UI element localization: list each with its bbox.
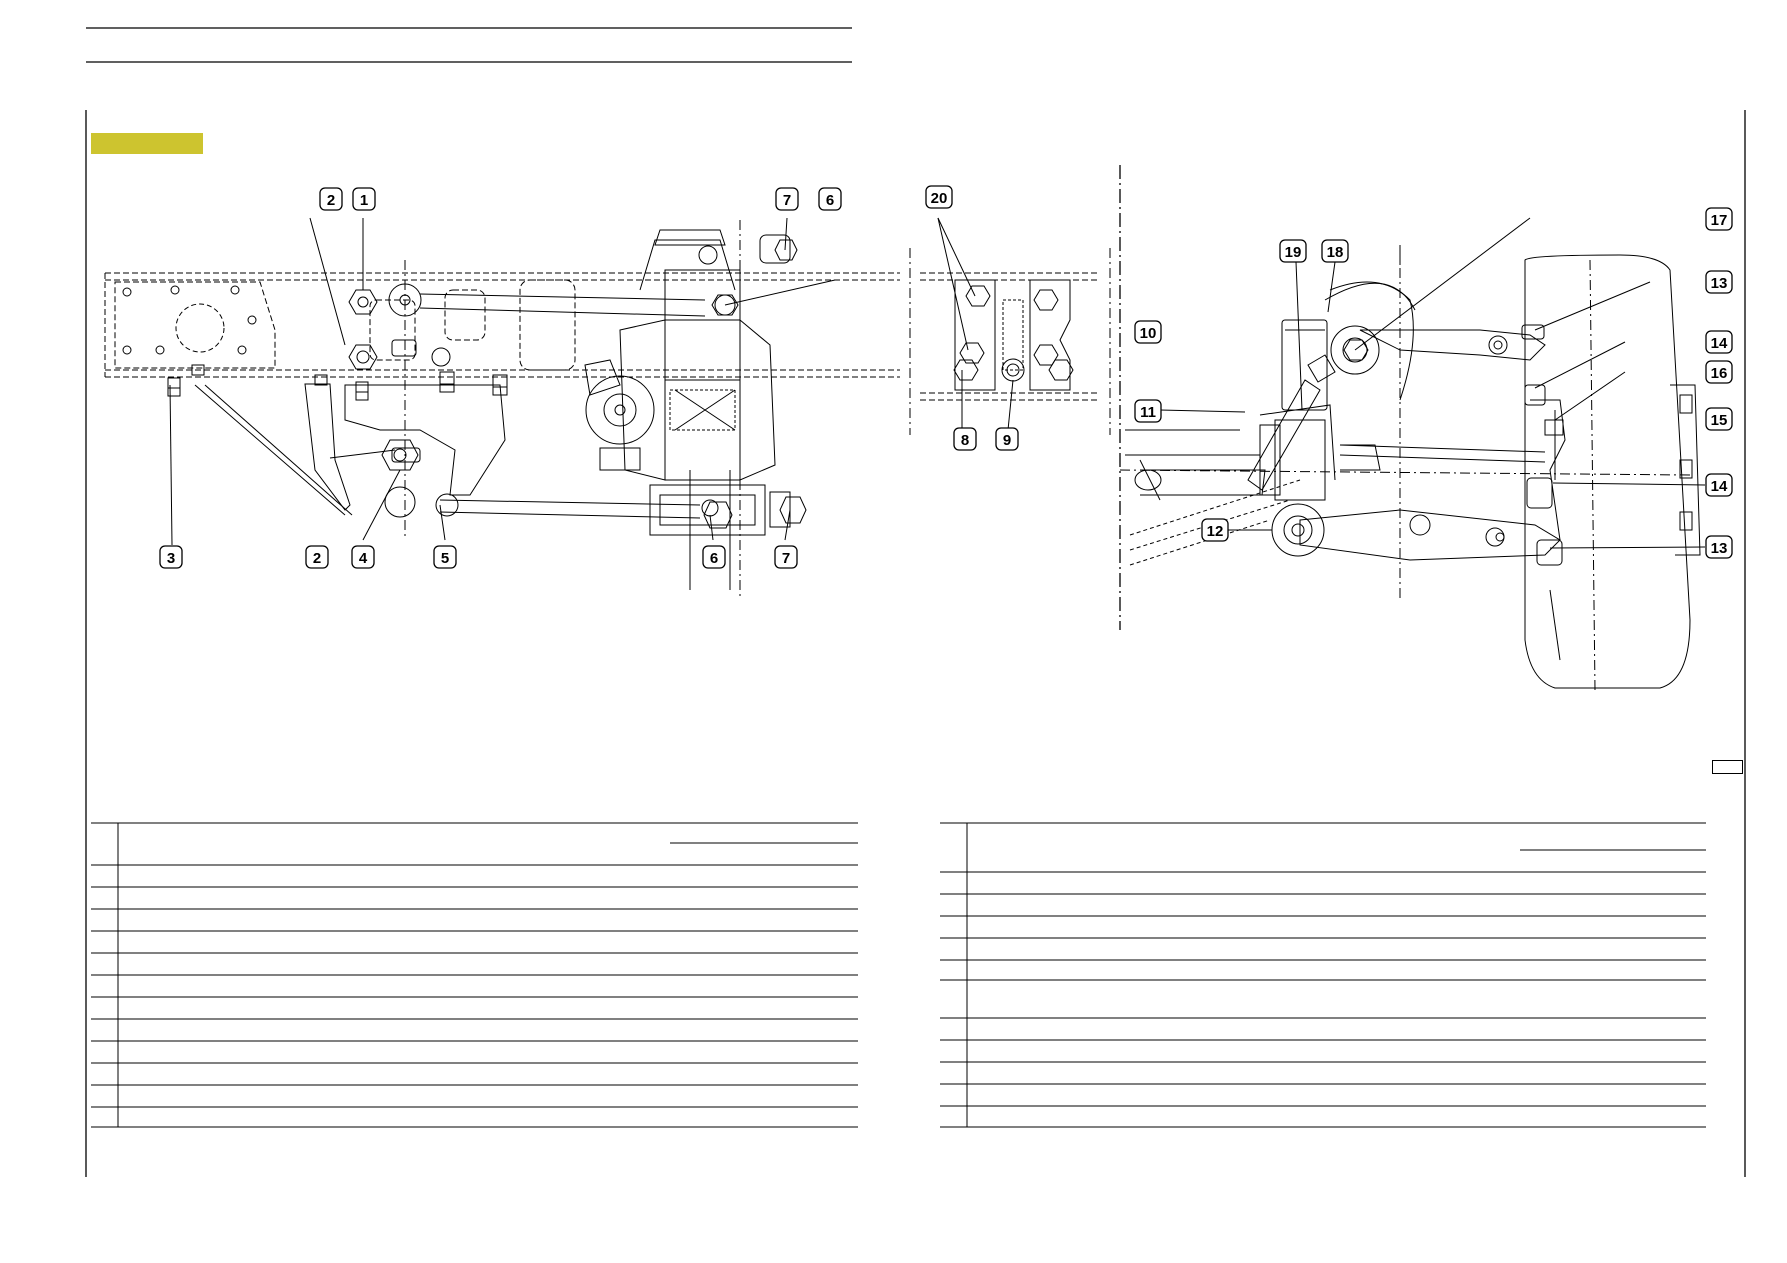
- right-table: [940, 822, 1706, 1128]
- callout-10: 10: [1140, 325, 1157, 342]
- callout-box-5: [433, 545, 457, 569]
- callout-19: 19: [1285, 244, 1302, 261]
- callout-box-13a: [1705, 270, 1733, 294]
- left-table: [91, 822, 858, 1128]
- callout-box-14b: [1705, 473, 1733, 497]
- callout-box-7b: [774, 545, 798, 569]
- callout-box-10: [1134, 320, 1162, 344]
- callout-box-2b: [305, 545, 329, 569]
- callout-box-9: [995, 427, 1019, 451]
- callout-17: 17: [1711, 212, 1728, 229]
- section-tag: [91, 133, 203, 154]
- callout-2-bottom: 2: [313, 550, 321, 567]
- callout-7-top: 7: [783, 192, 791, 209]
- callout-12: 12: [1207, 523, 1224, 540]
- callout-box-16: [1705, 360, 1733, 384]
- callout-9: 9: [1003, 432, 1011, 449]
- callout-box-1: [352, 187, 376, 211]
- callout-box-8: [953, 427, 977, 451]
- callout-box-6a: [818, 187, 842, 211]
- page-ref-box: [1712, 760, 1743, 774]
- callout-box-14a: [1705, 330, 1733, 354]
- callout-box-20: [925, 185, 953, 209]
- callout-2-top: 2: [327, 192, 335, 209]
- callout-box-11: [1134, 399, 1162, 423]
- callout-11: 11: [1140, 404, 1156, 421]
- callout-14-bottom: 14: [1711, 478, 1728, 495]
- callout-20: 20: [931, 190, 948, 207]
- callout-box-3: [159, 545, 183, 569]
- callout-box-12: [1201, 518, 1229, 542]
- callout-18: 18: [1327, 244, 1344, 261]
- callout-6-bottom: 6: [710, 550, 718, 567]
- callout-3: 3: [167, 550, 175, 567]
- callout-15: 15: [1711, 412, 1728, 429]
- callout-box-19: [1279, 239, 1307, 263]
- callout-8: 8: [961, 432, 969, 449]
- callout-7-bottom: 7: [782, 550, 790, 567]
- callout-4: 4: [359, 550, 368, 567]
- callout-13-bottom: 13: [1711, 540, 1728, 557]
- callout-16: 16: [1711, 365, 1728, 382]
- callout-5: 5: [441, 550, 449, 567]
- callout-box-18: [1321, 239, 1349, 263]
- callout-14-top: 14: [1711, 335, 1728, 352]
- callout-box-4: [351, 545, 375, 569]
- callout-box-15: [1705, 407, 1733, 431]
- callout-box-2a: [319, 187, 343, 211]
- callout-box-6b: [702, 545, 726, 569]
- callout-box-17: [1705, 207, 1733, 231]
- callout-13-top: 13: [1711, 275, 1728, 292]
- callout-6-top: 6: [826, 192, 834, 209]
- callout-1: 1: [360, 192, 368, 209]
- callout-box-7a: [775, 187, 799, 211]
- callout-box-13b: [1705, 535, 1733, 559]
